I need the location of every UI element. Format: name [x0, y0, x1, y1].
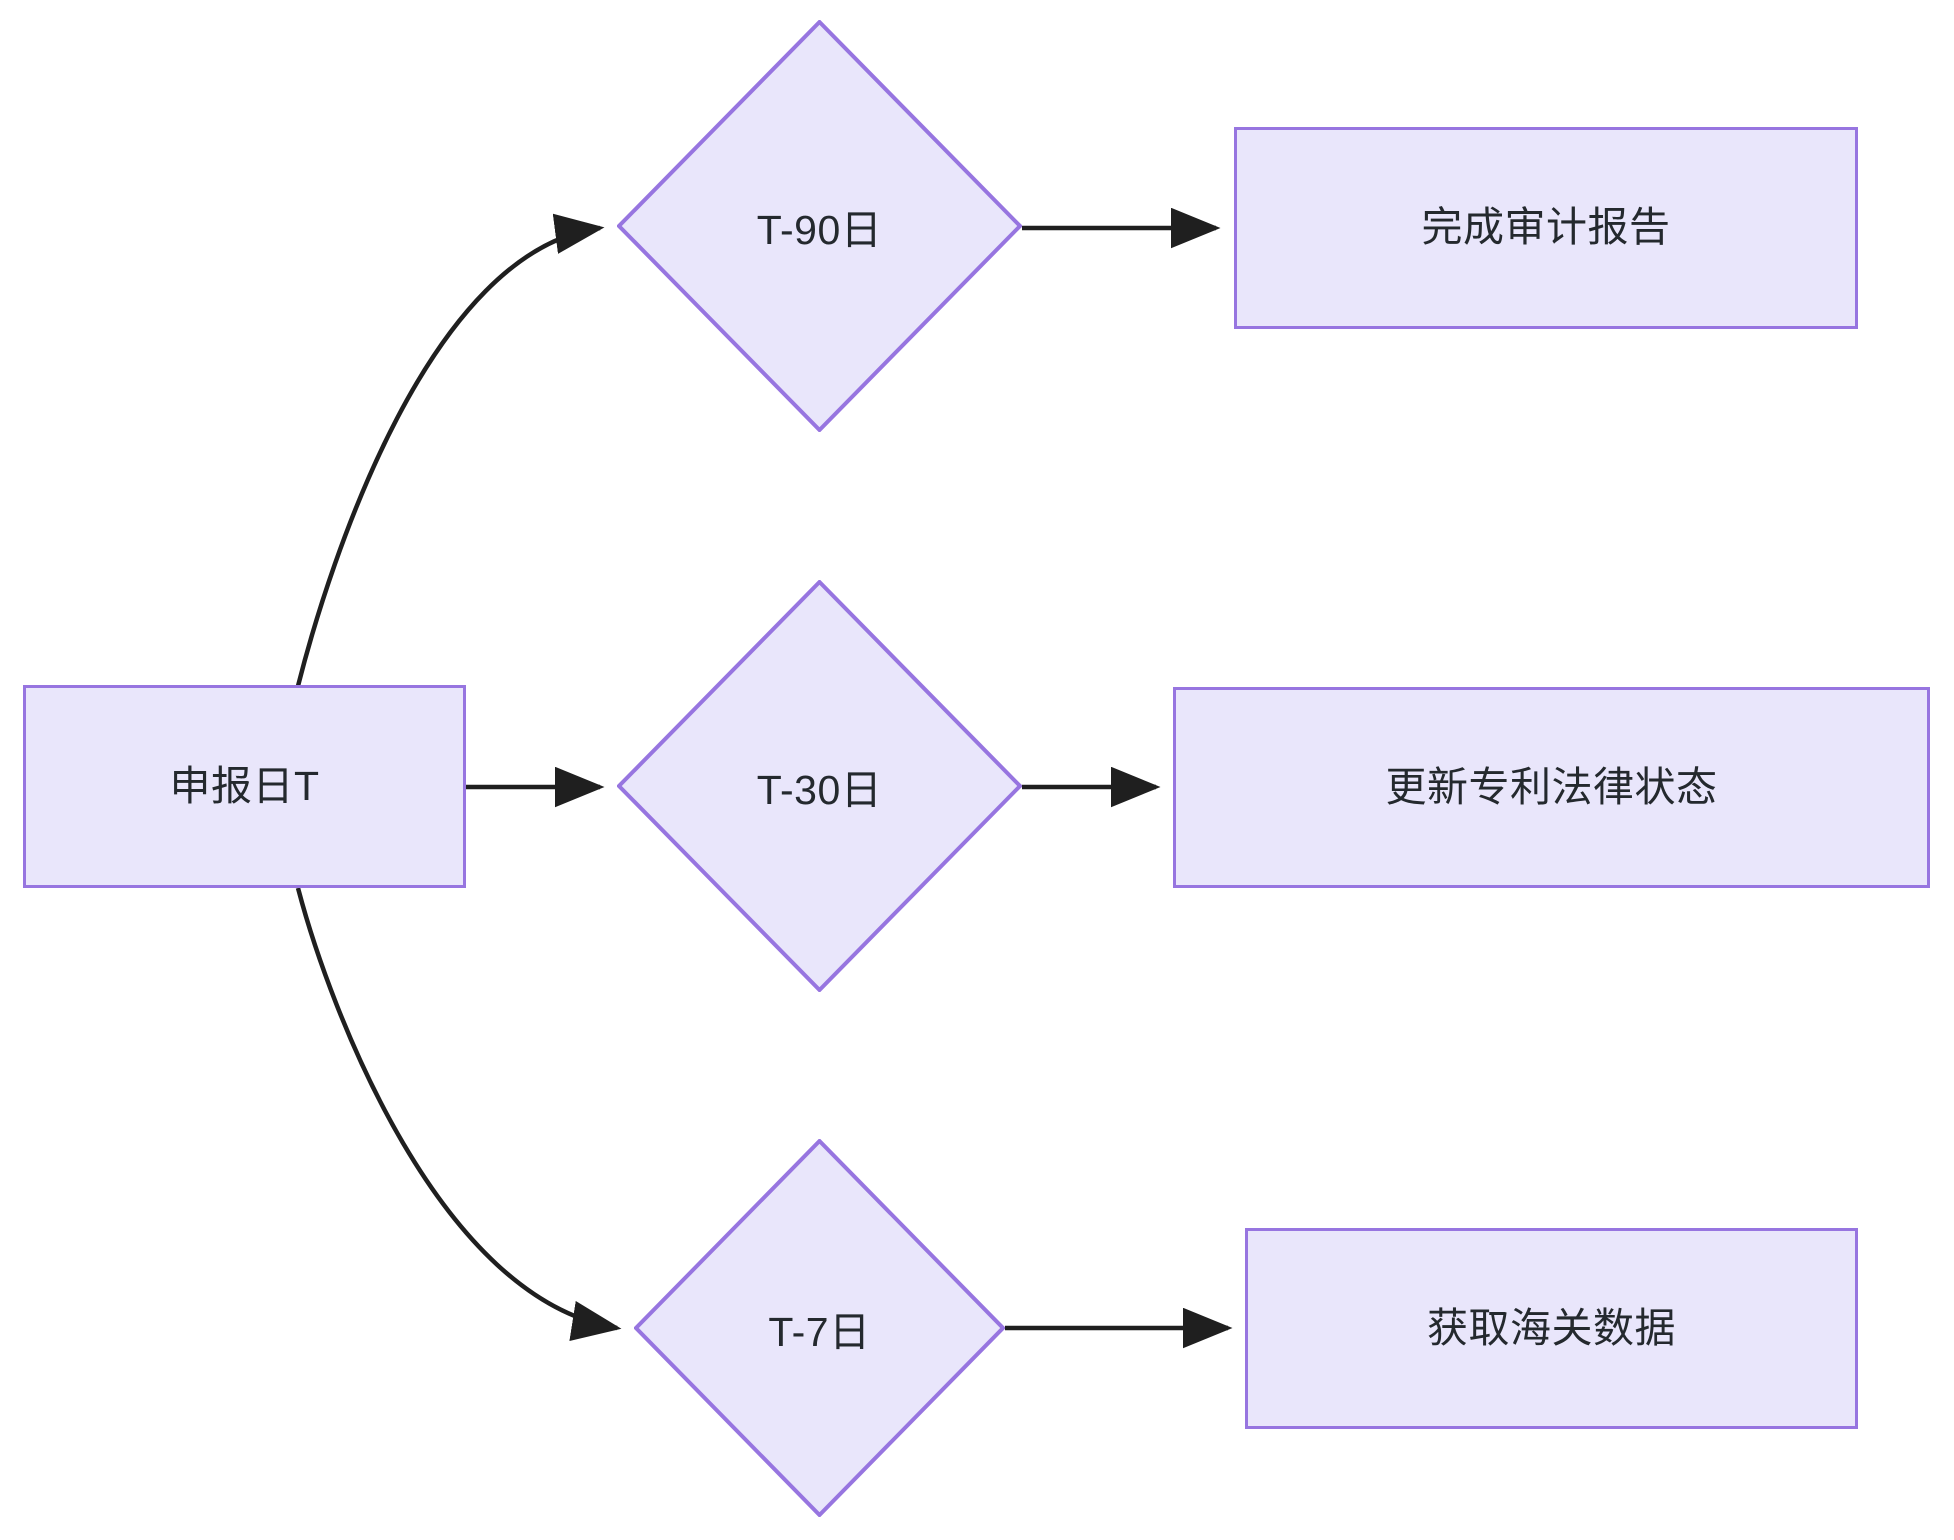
node-label: 获取海关数据 [1427, 1304, 1676, 1351]
edge-n0-n5 [295, 887, 622, 1341]
diamond-shape [617, 20, 1022, 432]
node-label: 完成审计报告 [1421, 204, 1671, 251]
node-t-minus-7[interactable]: T-7日 [634, 1139, 1005, 1517]
node-label: T-7日 [768, 1309, 871, 1355]
node-filing-date[interactable]: 申报日T [23, 685, 466, 888]
node-t-minus-90[interactable]: T-90日 [617, 20, 1022, 432]
diamond-shape [634, 1139, 1005, 1517]
diamond-shape [617, 580, 1022, 992]
node-t-minus-30[interactable]: T-30日 [617, 580, 1022, 992]
node-label: 更新专利法律状态 [1385, 763, 1718, 810]
node-update-patent-legal-status[interactable]: 更新专利法律状态 [1173, 687, 1930, 888]
node-obtain-customs-data[interactable]: 获取海关数据 [1245, 1228, 1858, 1429]
node-label: T-90日 [756, 207, 883, 253]
edge-n0-n1 [295, 213, 605, 687]
node-label: T-30日 [756, 767, 883, 813]
node-label: 申报日T [169, 762, 320, 809]
node-complete-audit-report[interactable]: 完成审计报告 [1234, 127, 1858, 329]
